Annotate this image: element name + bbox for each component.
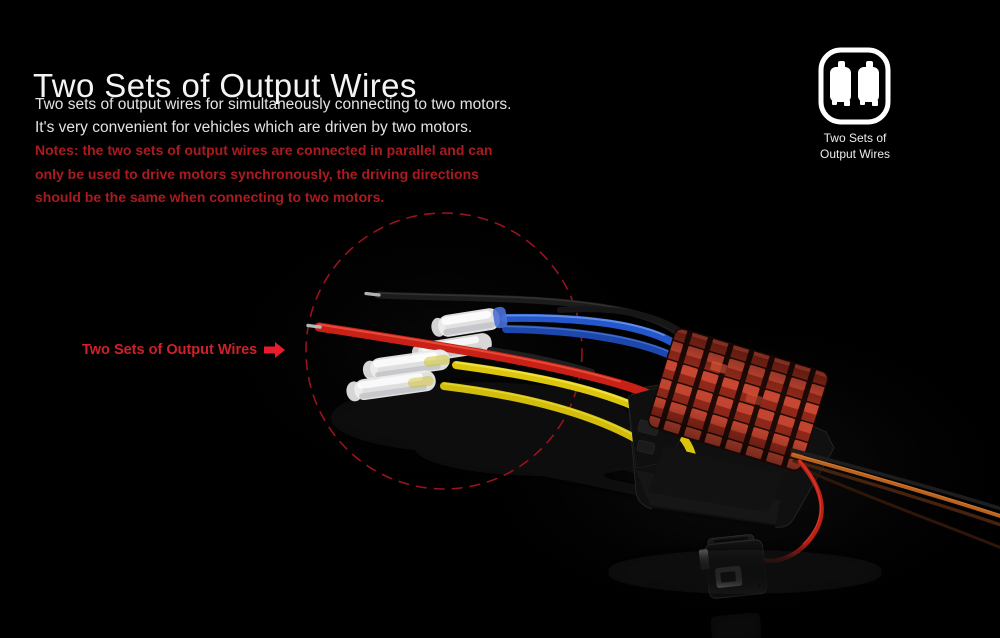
output-wires-callout: Two Sets of Output Wires: [82, 340, 286, 359]
reflections: [605, 550, 885, 638]
stripped-tip-black: [364, 291, 381, 297]
badge-caption-line: Two Sets of: [823, 131, 887, 145]
stripped-tip-red: [306, 323, 322, 329]
out-of-focus-shadows: [330, 382, 675, 501]
page-title: Two Sets of Output Wires: [33, 67, 417, 105]
bullet-connector-blue: [431, 306, 508, 337]
description-line: Two sets of output wires for simultaneou…: [35, 96, 512, 113]
arrow-right-icon: [264, 341, 286, 358]
notes-line: should be the same when connecting to tw…: [35, 189, 385, 205]
esc-heatsink: [647, 328, 829, 471]
notes-line: Notes: the two sets of output wires are …: [35, 142, 493, 158]
two-motors-icon: [818, 47, 891, 125]
description-line: It's very convenient for vehicles which …: [35, 118, 473, 136]
bullet-connector-yellow-2: [346, 370, 436, 402]
callout-label: Two Sets of Output Wires: [82, 341, 258, 358]
highlight-circle: [305, 212, 583, 490]
badge-caption-line: Output Wires: [819, 146, 891, 161]
notes-line: only be used to drive motors synchronous…: [35, 165, 479, 182]
badge-caption: Two Sets of Output Wires: [792, 131, 918, 162]
feature-description: Two sets of output wires for simultaneou…: [35, 94, 511, 139]
feature-notes: Notes: the two sets of output wires are …: [35, 139, 492, 210]
servo-wire: [790, 448, 1000, 550]
